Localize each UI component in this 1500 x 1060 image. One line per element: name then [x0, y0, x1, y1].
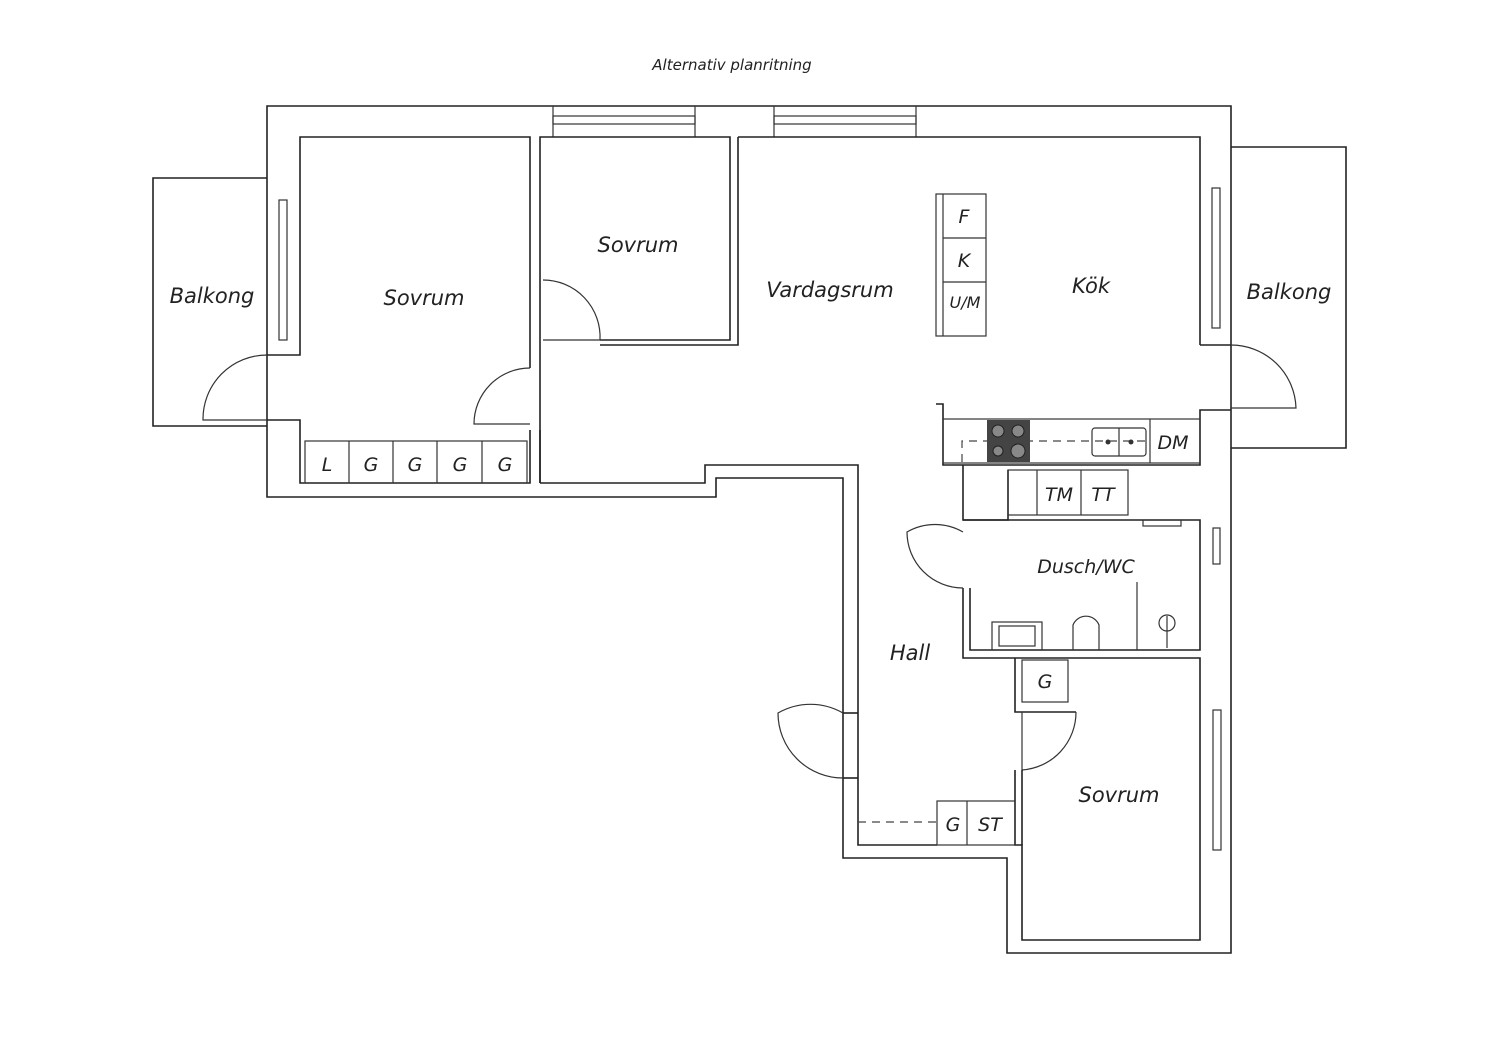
- wall-segment: [267, 340, 301, 356]
- entry-closet-label: G: [946, 814, 961, 836]
- appliance-column: F K U/M: [935, 193, 987, 337]
- wall-segment: [962, 465, 1009, 521]
- balcony-right-door: [1230, 344, 1297, 409]
- dryer-label: TT: [1091, 484, 1116, 506]
- bathroom-window: [1212, 527, 1221, 565]
- oven-label: U/M: [950, 293, 981, 312]
- balcony-left: [152, 177, 267, 427]
- plan-title: Alternativ planritning: [651, 56, 811, 74]
- washbasin-icon: [991, 621, 1043, 651]
- dusch-wc-label: Dusch/WC: [1037, 556, 1135, 578]
- hall-closet-label: G: [1038, 671, 1053, 693]
- hall-label: Hall: [890, 641, 930, 665]
- entry-storage: G ST: [858, 800, 1016, 846]
- balcony-right: [1231, 146, 1347, 449]
- laundry-units: TM TT: [1007, 469, 1129, 516]
- sovrum-middle-walls: [539, 136, 731, 483]
- sovrum-left-label: Sovrum: [383, 286, 464, 310]
- wall-segment: [267, 419, 531, 484]
- washer-label: TM: [1045, 484, 1073, 506]
- living-walls: [738, 136, 1201, 345]
- balkong-left-label: Balkong: [170, 284, 255, 308]
- wardrobe-label: L: [322, 454, 333, 476]
- bath-vent: [1142, 519, 1182, 527]
- outer-wall: [266, 105, 1232, 954]
- wardrobe-label: G: [498, 454, 513, 476]
- toilet-icon: [1072, 615, 1100, 650]
- freezer-label: K: [958, 250, 972, 272]
- wardrobe-label: G: [364, 454, 379, 476]
- wardrobe-label: G: [453, 454, 468, 476]
- bathroom-fixtures: Dusch/WC: [991, 556, 1176, 651]
- wardrobe-label: G: [408, 454, 423, 476]
- kok-label: Kök: [1072, 274, 1111, 298]
- vardagsrum-label: Vardagsrum: [766, 278, 893, 302]
- window-top-2: [773, 106, 917, 137]
- wall-segment: [936, 403, 1231, 466]
- entrance-door: [777, 703, 844, 779]
- kitchen-counter: DM: [942, 418, 1201, 464]
- entry-storage-label: ST: [978, 814, 1003, 836]
- balcony-left-window: [278, 199, 288, 341]
- balkong-right-label: Balkong: [1247, 280, 1332, 304]
- sovrum-bottom-label: Sovrum: [1078, 783, 1159, 807]
- dishwasher-label: DM: [1157, 432, 1188, 454]
- sovrum-middle-door: [542, 279, 601, 341]
- kitchen-window: [1211, 187, 1221, 329]
- sovrum-left-walls: [299, 136, 531, 368]
- bathroom-door: [906, 523, 964, 589]
- fridge-label: F: [959, 206, 971, 228]
- wall-segment: [962, 588, 1201, 660]
- wall-segment: [540, 464, 937, 846]
- bedroom-window: [1212, 709, 1222, 851]
- sovrum-middle-label: Sovrum: [597, 233, 678, 257]
- balcony-left-door: [202, 354, 268, 421]
- hall-closet: G: [1014, 658, 1069, 713]
- bathroom-walls: [963, 519, 1201, 651]
- sovrum-bottom-door: [1021, 711, 1077, 771]
- wall-segment: [600, 137, 739, 346]
- wardrobe-row: L G G G G: [304, 440, 528, 484]
- sovrum-left-door: [473, 367, 531, 425]
- window-top-1: [552, 106, 696, 137]
